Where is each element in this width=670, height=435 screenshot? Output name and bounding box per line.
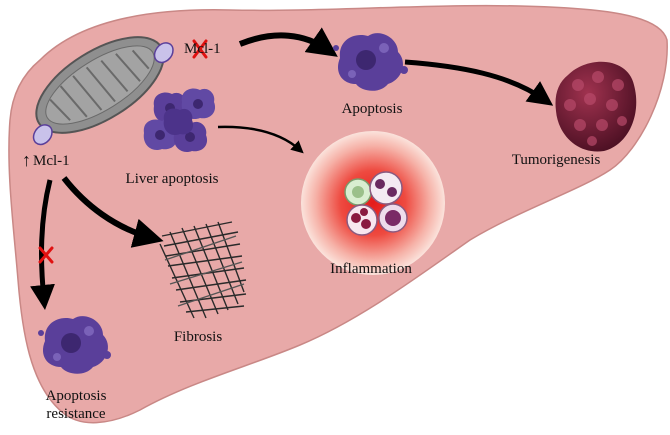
apoptotic-cell-icon bbox=[38, 316, 111, 374]
block-x-icon bbox=[38, 246, 54, 264]
arrow-to-apoptosis-resistance bbox=[30, 179, 55, 310]
inflammation-glow bbox=[301, 131, 445, 275]
label-tumorigenesis: Tumorigenesis bbox=[511, 152, 601, 168]
mcl1-protein-bottom-icon bbox=[32, 124, 53, 146]
mcl1-protein-top-icon bbox=[153, 42, 174, 64]
tumor-icon bbox=[555, 61, 637, 152]
label-apoptosis-resistance-2: resistance bbox=[46, 406, 106, 422]
collagen-fibers-icon bbox=[159, 221, 247, 319]
apoptotic-cell-cluster-icon bbox=[143, 88, 216, 153]
label-liver-apoptosis: Liver apoptosis bbox=[125, 171, 219, 187]
label-mcl1-up: Mcl-1 bbox=[33, 153, 70, 169]
block-x-icon bbox=[192, 39, 208, 59]
label-up-arrow: ↑ bbox=[22, 150, 31, 170]
label-mcl1-blocked: Mcl-1 bbox=[184, 41, 221, 57]
mitochondrion-icon bbox=[35, 36, 165, 134]
apoptotic-cell-icon bbox=[333, 33, 408, 91]
label-apoptosis-resistance-1: Apoptosis bbox=[45, 388, 107, 404]
immune-cells-icon bbox=[344, 171, 408, 236]
arrow-to-apoptosis bbox=[238, 27, 338, 57]
arrow-to-inflammation bbox=[217, 125, 304, 154]
arrow-to-tumorigenesis bbox=[404, 59, 554, 106]
label-fibrosis: Fibrosis bbox=[173, 329, 223, 345]
label-apoptosis: Apoptosis bbox=[341, 101, 403, 117]
arrow-to-fibrosis bbox=[61, 176, 164, 248]
label-inflammation: Inflammation bbox=[330, 261, 412, 277]
